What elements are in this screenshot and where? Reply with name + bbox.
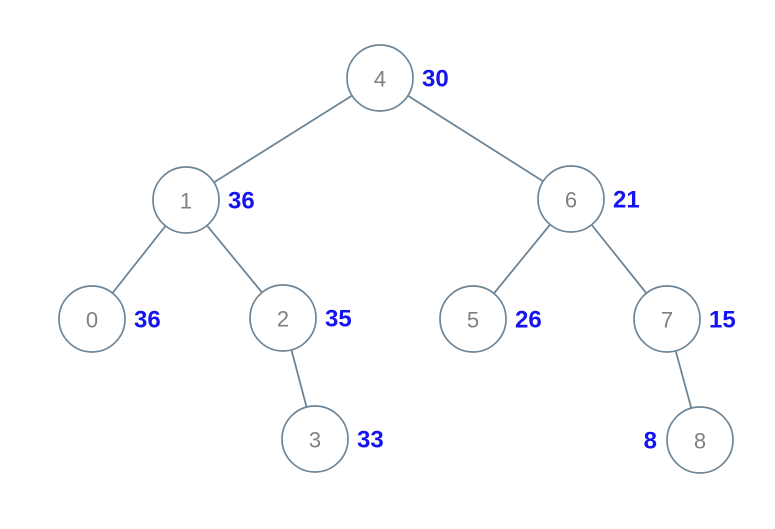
tree-node-1: 1 36 xyxy=(152,166,255,234)
tree-node-0: 0 36 xyxy=(58,285,161,353)
tree-node-value-5: 26 xyxy=(515,307,542,334)
tree-node-circle-8 xyxy=(666,406,734,474)
tree-node-value-0: 36 xyxy=(134,307,161,334)
tree-node-id-3: 3 xyxy=(309,428,321,453)
tree-node-value-3: 33 xyxy=(357,427,384,454)
tree-node-circle-6 xyxy=(537,165,605,233)
tree-node-circle-5 xyxy=(439,285,507,353)
tree-node-5: 5 26 xyxy=(439,285,542,353)
tree-edge-4-6 xyxy=(379,77,572,200)
tree-node-8: 88 xyxy=(644,406,734,474)
tree-node-value-2: 35 xyxy=(325,306,352,333)
tree-node-circle-7 xyxy=(633,285,701,353)
tree-node-value-4: 30 xyxy=(422,66,449,93)
tree-node-value-6: 21 xyxy=(613,187,640,214)
tree-node-6: 6 21 xyxy=(537,165,640,233)
tree-node-circle-3 xyxy=(281,405,349,473)
tree-node-value-7: 15 xyxy=(709,307,736,334)
tree-edge-4-1 xyxy=(185,77,381,201)
tree-node-circle-1 xyxy=(152,166,220,234)
tree-node-value-1: 36 xyxy=(228,188,255,215)
tree-node-id-5: 5 xyxy=(467,308,479,333)
tree-node-7: 7 15 xyxy=(633,285,736,353)
tree-node-id-1: 1 xyxy=(180,189,192,214)
tree-node-value-8: 8 xyxy=(644,428,657,455)
tree-node-2: 2 35 xyxy=(249,284,352,352)
tree-node-id-6: 6 xyxy=(565,188,577,213)
tree-node-id-7: 7 xyxy=(661,308,673,333)
tree-node-circle-0 xyxy=(58,285,126,353)
tree-node-id-4: 4 xyxy=(374,67,386,92)
tree-node-id-8: 8 xyxy=(694,429,706,454)
tree-node-circle-2 xyxy=(249,284,317,352)
tree-node-id-2: 2 xyxy=(277,307,289,332)
tree-node-id-0: 0 xyxy=(86,308,98,333)
tree-node-4: 4 30 xyxy=(346,44,449,112)
tree-node-circle-4 xyxy=(346,44,414,112)
